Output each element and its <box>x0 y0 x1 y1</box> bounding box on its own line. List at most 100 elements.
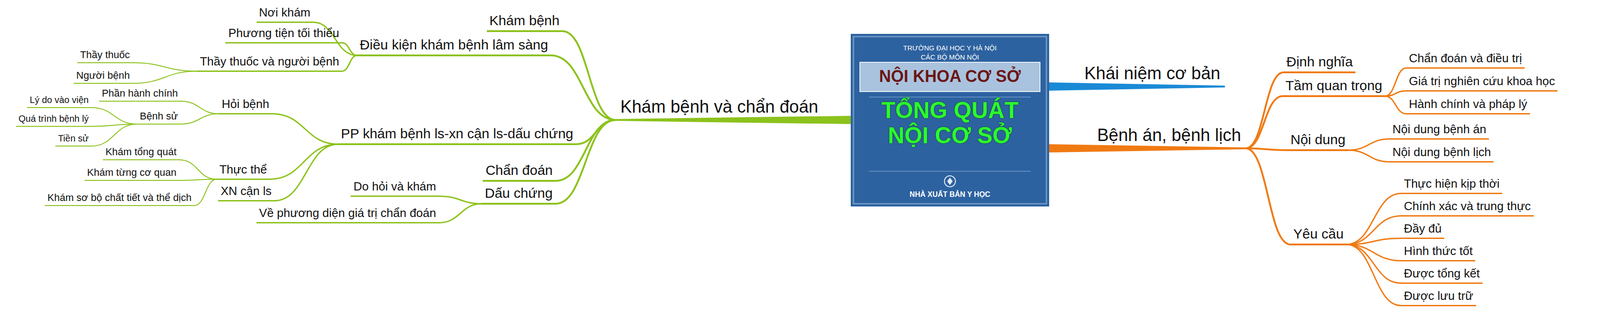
topic-text: Đầy đủ <box>1403 221 1442 236</box>
topic-text: Khám bệnh và chẩn đoán <box>620 96 819 118</box>
topic-branch: Điều kiện khám bệnh lâm sàng <box>357 37 551 57</box>
topic-text: Được lưu trữ <box>1403 288 1474 303</box>
topic-text: Được tổng kết <box>1403 266 1480 281</box>
topic-text: Bệnh sử <box>139 110 178 122</box>
topic-branch: Bệnh sử <box>137 110 181 125</box>
topic-text: Khám từng cơ quan <box>87 166 177 178</box>
topic-text: Hỏi bệnh <box>221 97 270 112</box>
topic-branch: Nội dung bệnh lịch <box>1389 145 1494 163</box>
main-branch <box>1049 144 1246 153</box>
topic-text: Lý do vào viện <box>29 94 89 106</box>
topic-branch: Hình thức tốt <box>1401 244 1476 262</box>
branch-line <box>341 55 358 72</box>
topic-branch: Lý do vào viện <box>26 94 92 108</box>
topic-text: Giá trị nghiên cứu khoa học <box>1408 74 1555 89</box>
topic-text: Dấu chứng <box>484 185 553 202</box>
topic-text: Nội dung bệnh lịch <box>1392 145 1491 160</box>
topic-text: Phương tiện tối thiểu <box>228 26 340 41</box>
topic-branch: Định nghĩa <box>1283 53 1356 74</box>
topic-text: XN cận ls <box>220 184 272 198</box>
cover-text: TRƯỜNG ĐẠI HỌC Y HÀ NỘI <box>850 43 1050 52</box>
topic-branch: Quá trình bệnh lý <box>16 113 92 127</box>
main-branch <box>1049 82 1225 91</box>
branch-line <box>179 159 217 180</box>
topic-branch: Người bệnh <box>73 69 133 84</box>
topic-text: Do hỏi và khám <box>353 179 437 194</box>
branch-line <box>1385 90 1407 97</box>
topic-text: Điều kiện khám bệnh lâm sàng <box>359 37 549 54</box>
topic-branch: Thực hiện kịp thời <box>1401 176 1503 194</box>
topic-branch: Khám tổng quát <box>102 145 180 160</box>
branch-line <box>180 101 219 114</box>
topic-text: Chẩn đoán <box>485 162 553 179</box>
topic-text: Nội dung bệnh án <box>1392 122 1487 137</box>
topic-branch: Chẩn đoán <box>482 162 556 182</box>
branch-line <box>1346 238 1402 245</box>
branch-line <box>1348 149 1390 162</box>
branch-line <box>1385 96 1407 114</box>
topic-branch: PP khám bệnh ls-xn cận ls-dấu chứng <box>338 125 576 146</box>
branch-line <box>269 144 339 180</box>
branch-line <box>562 31 616 120</box>
topic-text: Chẩn đoán và điều trị <box>1408 51 1522 66</box>
branch-line <box>438 196 482 204</box>
topic-text: Người bệnh <box>76 69 130 81</box>
topic-branch: Phần hành chính <box>99 87 181 102</box>
topic-branch: Phương tiện tối thiểu <box>225 26 342 44</box>
topic-branch: Được lưu trữ <box>1401 288 1477 306</box>
branch-line <box>341 42 358 56</box>
topic-text: Bệnh án, bệnh lịch <box>1097 125 1242 146</box>
topic-text: Nơi khám <box>259 5 311 20</box>
topic-branch: Thầy thuốc <box>77 48 133 64</box>
branch-line <box>132 71 198 84</box>
topic-branch: Chẩn đoán và điều trị <box>1406 51 1525 69</box>
topic-text: Phần hành chính <box>101 87 178 99</box>
topic-branch: Do hỏi và khám <box>350 179 439 197</box>
branch-line <box>194 179 217 206</box>
topic-text: Chính xác và trung thực <box>1403 199 1531 214</box>
branch-line <box>180 113 219 125</box>
topic-branch: Về phương diện giá trị chẩn đoán <box>256 206 439 224</box>
branch-line <box>179 179 217 181</box>
topic-branch: Bệnh án, bệnh lịch <box>1092 125 1246 151</box>
topic-text: Hình thức tốt <box>1403 244 1473 258</box>
branch-line <box>1348 138 1390 151</box>
topic-branch: Chính xác và trung thực <box>1401 199 1534 217</box>
topic-text: Định nghĩa <box>1286 53 1353 70</box>
branch-line <box>1245 148 1288 150</box>
topic-text: Thầy thuốc và người bệnh <box>199 54 340 69</box>
topic-text: Khái niệm cơ bản <box>1084 63 1221 84</box>
central-topic: TỔNG QUÁT NỘI CƠ SỞ <box>850 33 1050 207</box>
topic-text: Khám tổng quát <box>105 145 177 158</box>
topic-branch: Khám từng cơ quan <box>84 166 180 181</box>
topic-branch: Thực thể <box>216 162 270 180</box>
branch-line <box>91 107 138 124</box>
topic-text: Thực thể <box>219 162 267 177</box>
branch-line <box>1346 215 1402 245</box>
cover-text: NHÀ XUẤT BẢN Y HỌC <box>850 190 1050 199</box>
topic-branch: Đầy đủ <box>1401 221 1445 239</box>
topic-text: Khám bệnh <box>489 12 560 29</box>
topic-text: Nội dung <box>1290 131 1346 148</box>
central-title: TỔNG QUÁT NỘI CƠ SỞ <box>869 97 1031 149</box>
topic-branch: Được tổng kết <box>1401 266 1483 284</box>
topic-branch: Nội dung <box>1287 131 1349 152</box>
topic-text: Hành chính và pháp lý <box>1408 97 1528 112</box>
topic-branch: Dấu chứng <box>481 185 556 205</box>
topic-branch: Nội dung bệnh án <box>1389 122 1489 140</box>
topic-branch: Tầm quan trọng <box>1282 77 1386 98</box>
branch-line <box>272 113 339 145</box>
topic-branch: Tiền sử <box>55 133 92 147</box>
topic-branch: Khám bệnh và chẩn đoán <box>615 96 823 123</box>
topic-text: Thực hiện kịp thời <box>1403 176 1500 191</box>
topic-branch: Khám bệnh <box>486 12 563 33</box>
branch-line <box>1385 68 1407 97</box>
topic-text: PP khám bệnh ls-xn cận ls-dấu chứng <box>341 125 574 142</box>
topic-text: Thầy thuốc <box>80 48 130 61</box>
cover-text: NỘI KHOA CƠ SỞ <box>850 66 1050 86</box>
branch-line <box>1346 244 1402 306</box>
branch-line <box>91 123 138 146</box>
branch-line <box>1346 244 1402 283</box>
topic-text: Khám sơ bộ chất tiết và thể dịch <box>47 191 192 203</box>
